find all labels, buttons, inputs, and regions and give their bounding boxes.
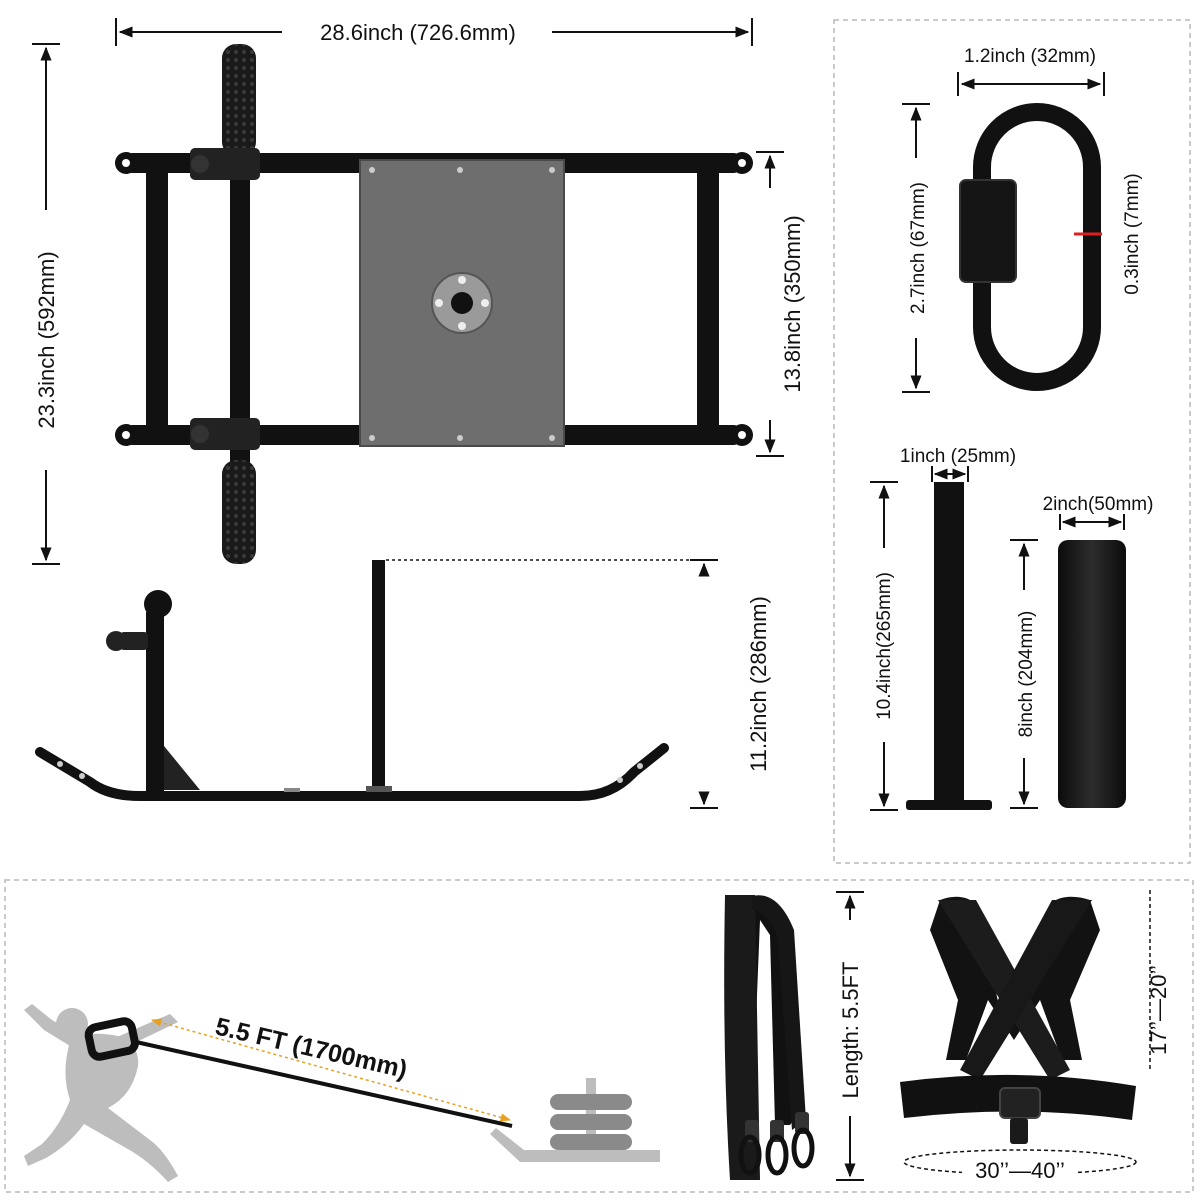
side-runner bbox=[35, 743, 669, 801]
usage-illustration: 5.5 FT (1700mm) bbox=[24, 1004, 660, 1182]
sleeve-height-label: 8inch (204mm) bbox=[1016, 611, 1037, 738]
loading-post: 1inch (25mm) 10.4inch(265mm) bbox=[870, 446, 1016, 811]
link-height-label: 2.7inch (67mm) bbox=[908, 182, 929, 314]
right-crossbar bbox=[697, 168, 719, 430]
post-height-label: 10.4inch(265mm) bbox=[874, 572, 895, 720]
pull-strap: Length: 5.5FT bbox=[724, 891, 864, 1181]
sled-side-view: 11.2inch (286mm) bbox=[35, 559, 771, 809]
sled-height-label: 11.2inch (286mm) bbox=[746, 596, 771, 772]
handle-grip-top bbox=[222, 44, 256, 156]
post-tube bbox=[934, 482, 964, 802]
post-diameter-label: 1inch (25mm) bbox=[900, 446, 1016, 467]
handle-grip-bottom bbox=[222, 460, 256, 564]
harness-waist-range-label: 30’’—40’’ bbox=[975, 1158, 1065, 1183]
loading-sleeve: 2inch(50mm) 8inch (204mm) bbox=[1010, 494, 1154, 809]
strap-length-label: Length: 5.5FT bbox=[838, 962, 863, 1099]
link-width-label: 1.2inch (32mm) bbox=[964, 46, 1096, 67]
side-handle-post bbox=[146, 612, 164, 796]
accessories-panel bbox=[833, 19, 1191, 864]
harness-buckle bbox=[999, 1087, 1041, 1119]
side-weight-post bbox=[372, 560, 385, 796]
sleeve-tube bbox=[1058, 540, 1126, 808]
shoulder-harness: 17’’—20’’ 30’’—40’’ bbox=[900, 890, 1171, 1184]
quick-link: 1.2inch (32mm) 2.7inch (67mm) 0.3inch (7… bbox=[902, 46, 1143, 393]
harness-strap-range-label: 17’’—20’’ bbox=[1146, 965, 1171, 1055]
runner-silhouette bbox=[24, 1004, 178, 1182]
sled-width-label: 28.6inch (726.6mm) bbox=[320, 20, 516, 45]
sleeve-diameter-label: 2inch(50mm) bbox=[1043, 494, 1154, 515]
usage-panel bbox=[4, 879, 1194, 1193]
link-barrel bbox=[959, 179, 1017, 283]
left-crossbar bbox=[146, 168, 168, 430]
sled-top-view: 28.6inch (726.6mm) 23.3inch (592mm) 13.8… bbox=[32, 18, 805, 565]
link-thickness-label: 0.3inch (7mm) bbox=[1122, 173, 1143, 294]
pull-distance-label: 5.5 FT (1700mm) bbox=[213, 1013, 410, 1084]
sled-length-label: 23.3inch (592mm) bbox=[34, 251, 59, 428]
sled-inner-width-label: 13.8inch (350mm) bbox=[780, 215, 805, 392]
